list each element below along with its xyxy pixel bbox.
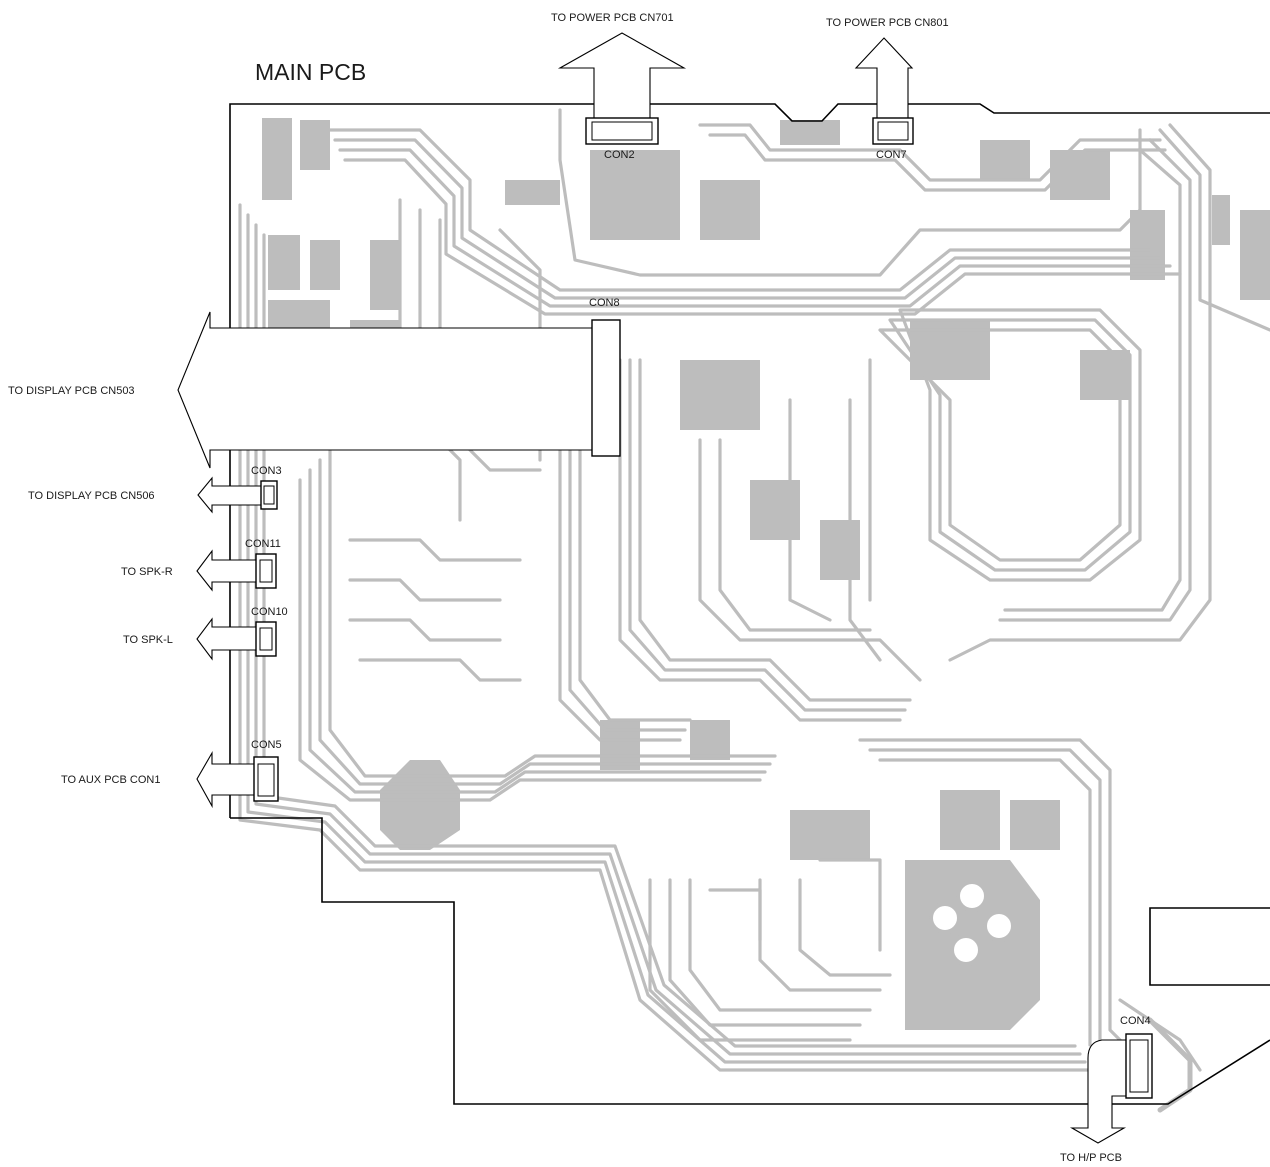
arrow-display-cn503 <box>177 311 592 469</box>
dest-display-cn506: TO DISPLAY PCB CN506 <box>28 490 155 502</box>
con8-connector <box>591 319 621 457</box>
dest-aux-con1: TO AUX PCB CON1 <box>61 774 160 786</box>
arrow-hp-pcb <box>1069 1039 1128 1144</box>
con3-label: CON3 <box>251 465 282 477</box>
arrow-display-cn506 <box>197 476 262 514</box>
dest-spk-l: TO SPK-L <box>123 634 173 646</box>
dest-power-cn801: TO POWER PCB CN801 <box>826 17 949 29</box>
board-title: MAIN PCB <box>255 59 366 85</box>
dest-hp-pcb: TO H/P PCB <box>1060 1152 1122 1164</box>
board-cutout <box>1149 907 1270 986</box>
con5-label: CON5 <box>251 739 282 751</box>
copper-layer <box>238 108 1270 1113</box>
con11-label: CON11 <box>245 538 281 550</box>
con10-connector <box>255 621 277 657</box>
con11-connector <box>255 553 277 589</box>
arrow-aux-con1 <box>196 750 256 809</box>
dest-power-cn701: TO POWER PCB CN701 <box>551 12 674 24</box>
board-outline <box>229 103 1270 818</box>
arrow-power-cn801 <box>854 37 914 118</box>
con8-label: CON8 <box>589 297 620 309</box>
board-outline-lower <box>230 817 1270 1105</box>
arrow-power-cn701 <box>557 32 687 121</box>
con7-label: CON7 <box>876 149 907 161</box>
con4-label: CON4 <box>1120 1015 1151 1027</box>
con2-label: CON2 <box>604 149 635 161</box>
arrow-spk-r <box>196 549 258 592</box>
dest-spk-r: TO SPK-R <box>121 566 173 578</box>
dest-display-cn503: TO DISPLAY PCB CN503 <box>8 385 135 397</box>
arrow-spk-l <box>196 617 258 661</box>
con10-label: CON10 <box>251 606 288 618</box>
con3-connector <box>260 480 278 510</box>
